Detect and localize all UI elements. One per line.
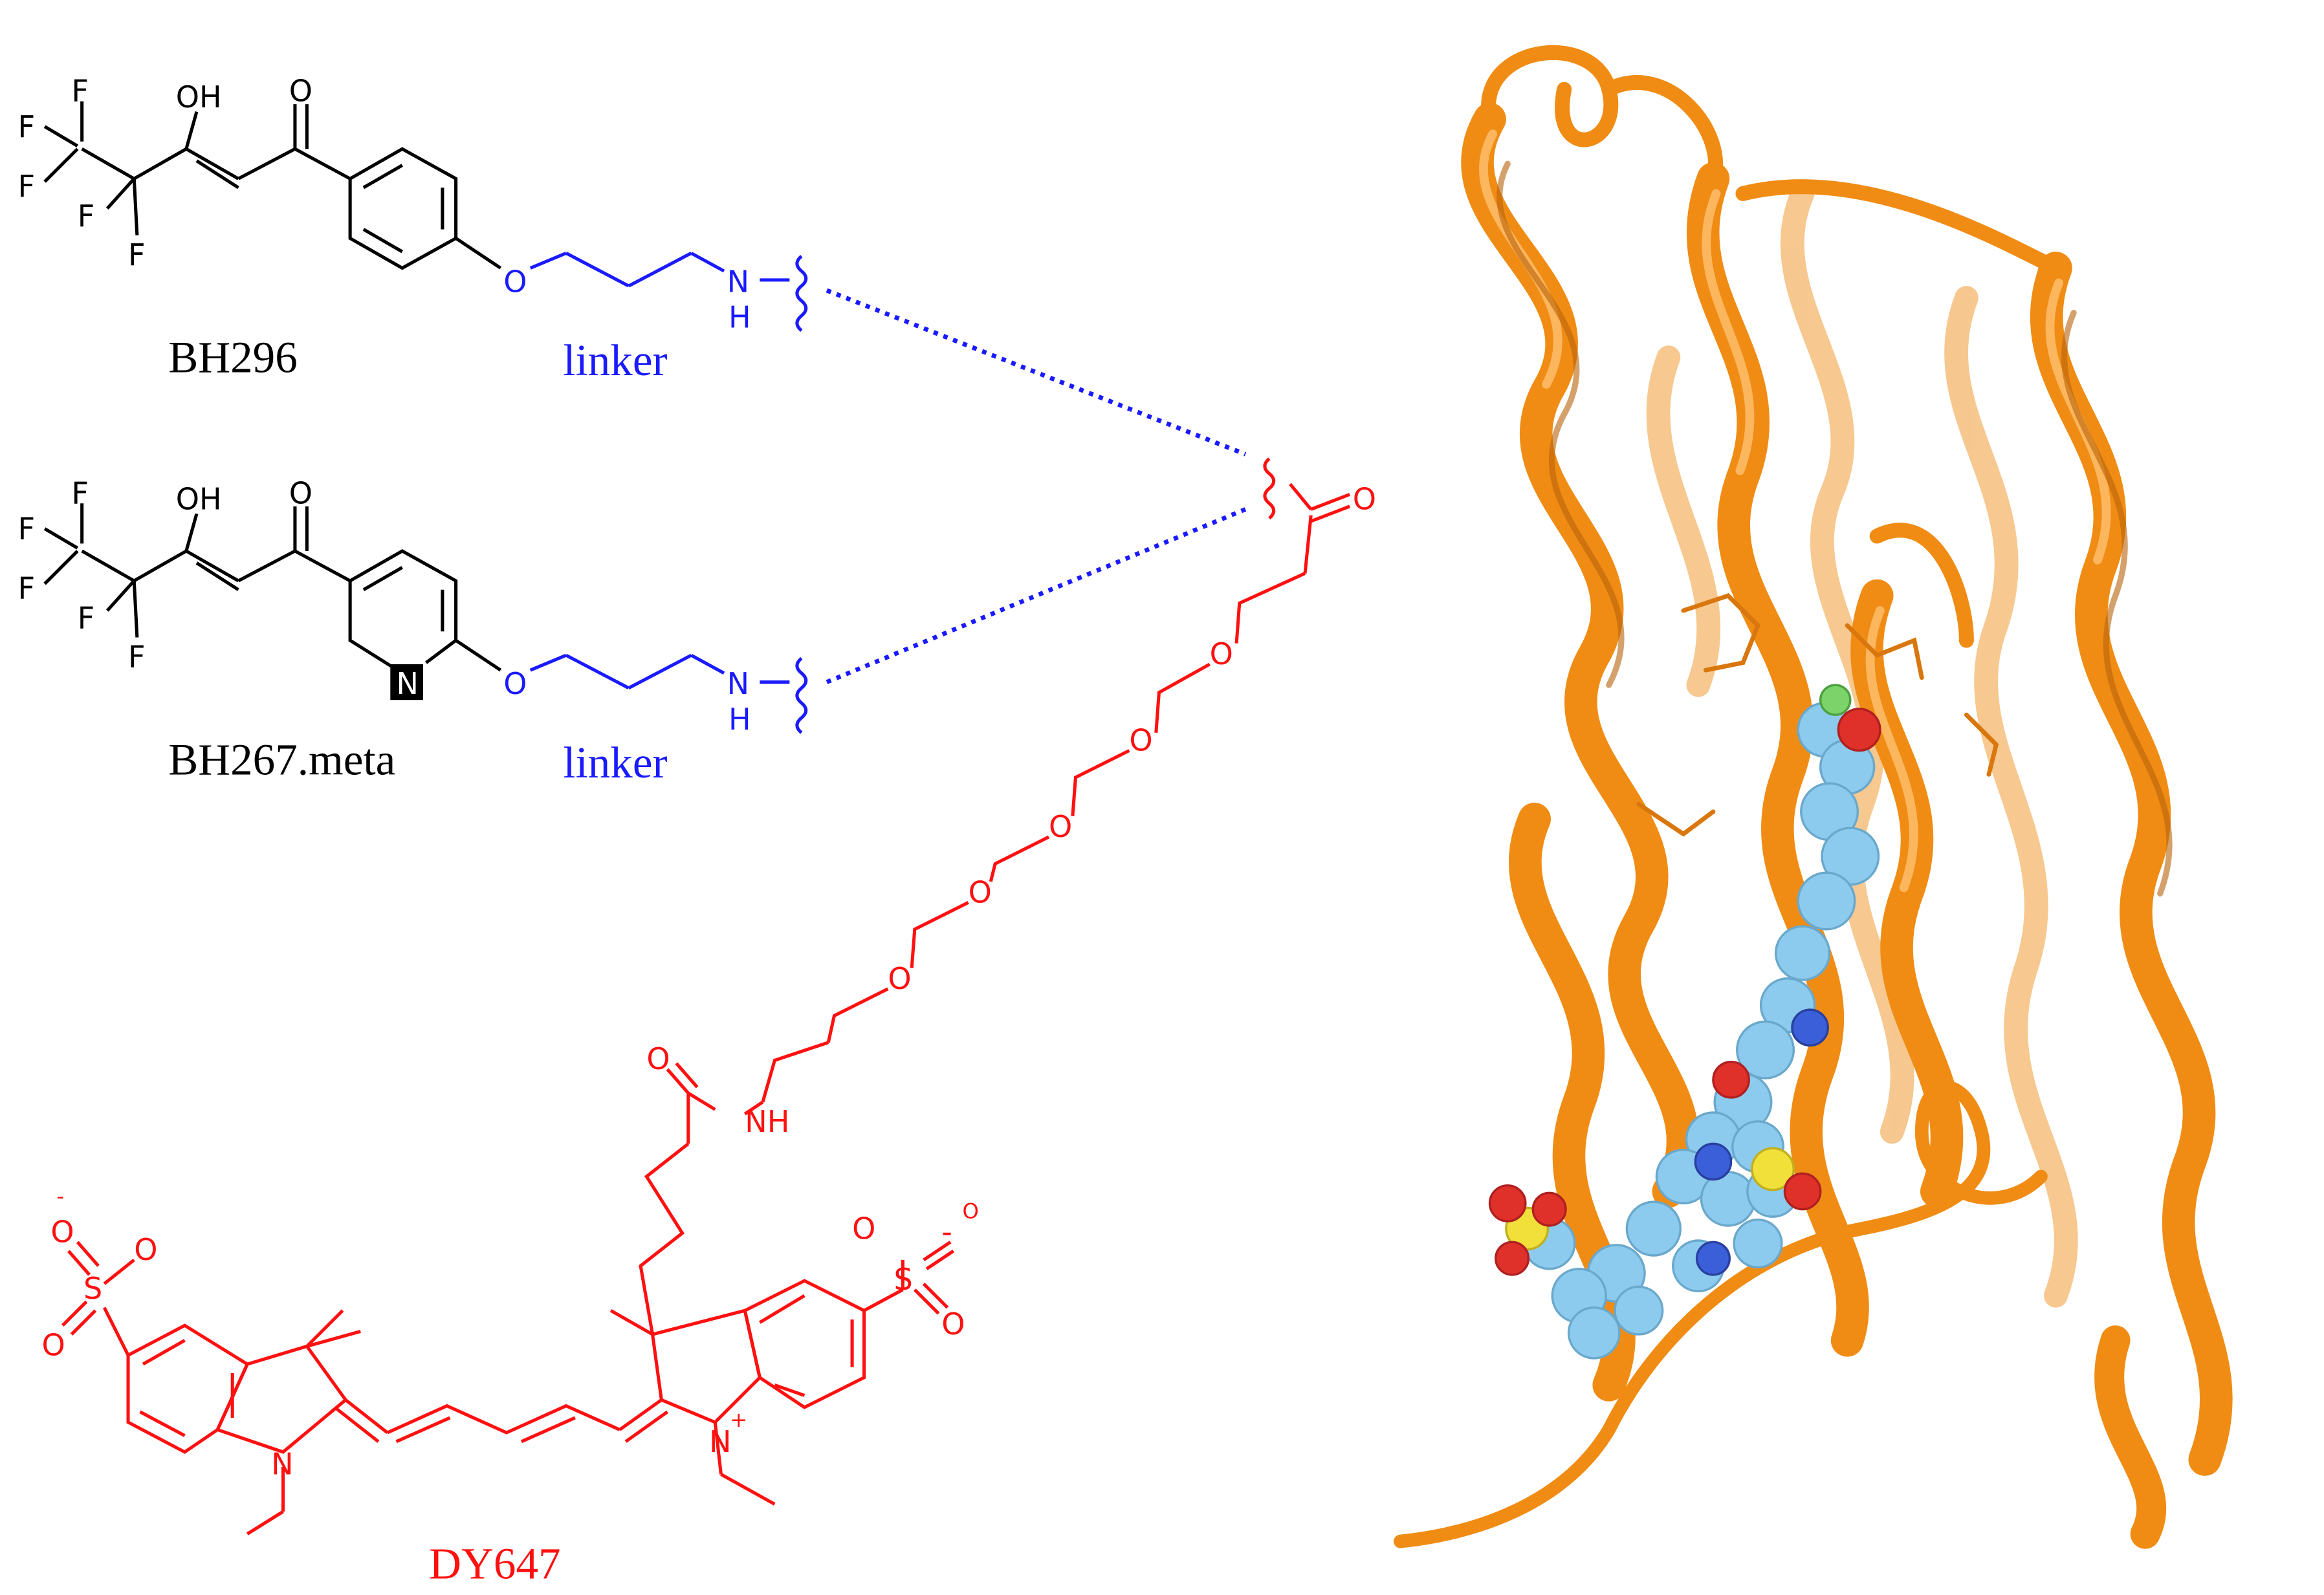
bh296-linker (529, 252, 808, 332)
atom-o: O (1129, 722, 1152, 757)
loops (1481, 45, 2064, 648)
atom-n: N (709, 1424, 731, 1459)
dye-name-dy647: DY647 (429, 1539, 560, 1589)
atom-charge: O (962, 1199, 978, 1223)
atom-o: O (646, 1041, 670, 1076)
compound-name-bh296: BH296 (168, 332, 298, 382)
dye-dy647 (61, 457, 1351, 1535)
atom-f: F (18, 571, 36, 606)
atom-o: O (503, 666, 527, 701)
bh296-atom-labels: F F F F F OH O (18, 74, 312, 272)
atom-f: F (128, 237, 146, 272)
atom-charge: + (730, 1407, 747, 1432)
compound-bh296 (43, 101, 502, 270)
atom-o: O (134, 1232, 157, 1267)
atom-f: F (78, 601, 95, 636)
bh267-linker (529, 653, 808, 734)
atom-o: O (1210, 636, 1233, 671)
linker-label-bottom: linker (563, 737, 667, 787)
atom-s: S (83, 1271, 102, 1306)
atom-o: O (1049, 809, 1072, 844)
atom-o: O (42, 1327, 65, 1362)
atom-o: O (852, 1211, 875, 1246)
atom-charge: - (57, 1184, 65, 1208)
atom-o: O (289, 475, 312, 510)
atom-o: O (289, 74, 312, 109)
compound-bh267-meta (43, 503, 502, 675)
atom-n: N (271, 1446, 293, 1481)
atom-oh: OH (176, 80, 222, 114)
helix-shadows (1496, 160, 2173, 897)
ligand-carbons (1522, 702, 1880, 1360)
atom-oh: OH (176, 481, 222, 516)
compound-name-bh267-meta: BH267.meta (168, 734, 395, 784)
atom-n: N (727, 264, 749, 299)
atom-o: O (50, 1214, 74, 1249)
atom-f: F (18, 109, 36, 144)
atom-o: O (888, 961, 911, 996)
atom-o: O (503, 264, 527, 299)
dye-atom-labels: O O O O O O O NH S O - O O S O - O O N N… (42, 481, 1376, 1481)
pyridine-nitrogen-box (390, 664, 423, 700)
atom-o: - (941, 1214, 952, 1249)
atom-h: H (729, 300, 751, 335)
atom-o: O (941, 1307, 965, 1341)
atom-o: O (1353, 481, 1376, 516)
helix-end (2094, 1325, 2167, 1549)
bound-ligand-spheres (1488, 684, 1881, 1360)
c-terminal-coil (1394, 1080, 2048, 1548)
atom-f: F (18, 512, 36, 547)
bh267-linker-atoms: O N H (503, 666, 751, 737)
atom-nh: NH (745, 1104, 789, 1139)
background-helices (1646, 181, 2078, 1308)
atom-s: S (894, 1262, 913, 1297)
atom-f: F (72, 475, 89, 510)
attachment-connectors (826, 288, 1247, 684)
side-chains (1636, 593, 1999, 837)
protein-ribbon-structure (1394, 45, 2233, 1549)
atom-f: F (72, 74, 89, 109)
bh267-atom-labels: F F F F F OH O N (18, 475, 419, 701)
atom-n: N (727, 666, 749, 701)
atom-h: H (729, 702, 751, 737)
atom-n-pyridine: N (397, 666, 419, 701)
atom-o: O (969, 874, 992, 909)
linker-label-top: linker (563, 335, 667, 385)
atom-f: F (18, 169, 36, 204)
atom-f: F (78, 199, 95, 233)
atom-f: F (128, 640, 146, 675)
ligand-heteroatoms (1488, 684, 1881, 1276)
bh296-linker-atoms: O N H (503, 264, 751, 334)
